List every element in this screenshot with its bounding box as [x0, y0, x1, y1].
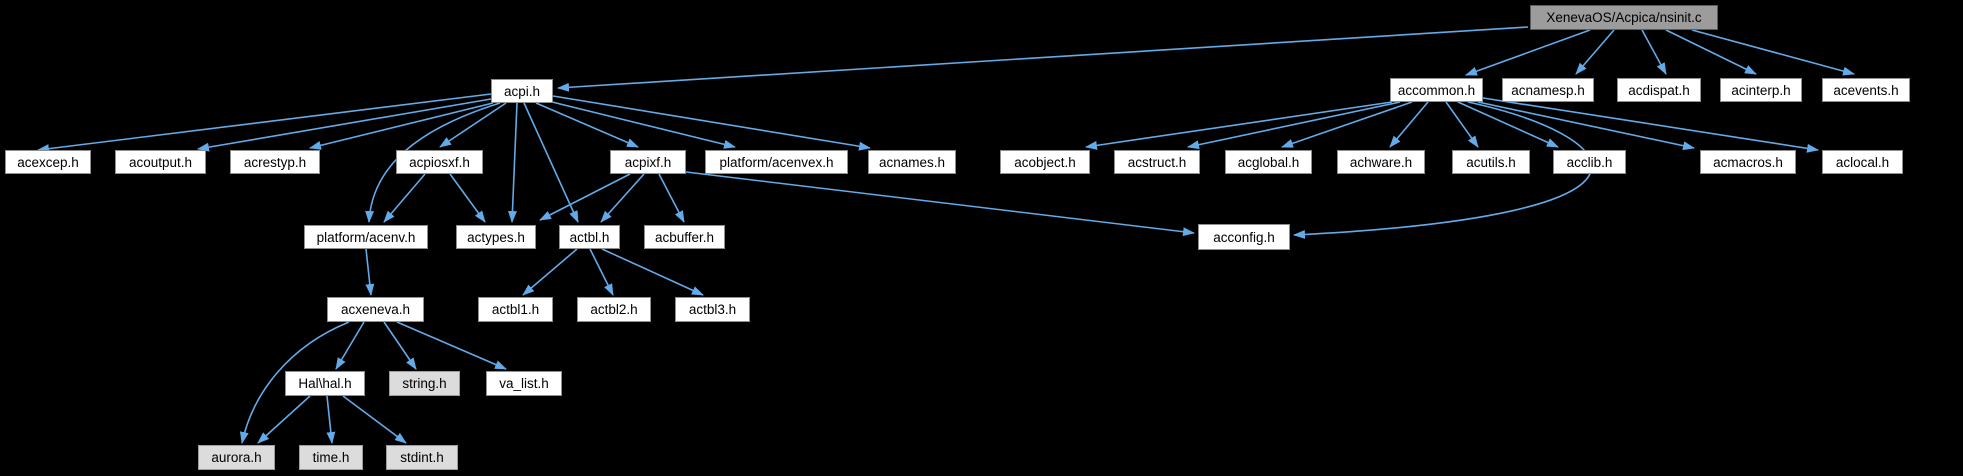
edge-nsinit-to-acpi [557, 26, 1529, 92]
graph-node-acutils[interactable]: acutils.h [1452, 150, 1530, 174]
graph-node-acdispat[interactable]: acdispat.h [1617, 78, 1701, 102]
edge-nsinit-to-acnamesp [1575, 29, 1615, 75]
edge-acpi-to-actbl [523, 102, 579, 223]
graph-node-acoutput[interactable]: acoutput.h [115, 150, 206, 174]
graph-node-acinterp[interactable]: acinterp.h [1720, 78, 1802, 102]
graph-node-acpiosxf[interactable]: acpiosxf.h [396, 150, 483, 174]
edge-acxeneva-to-string [383, 321, 417, 370]
edge-acpi-to-acenvex [547, 100, 736, 149]
edge-accommon-to-acobject [1085, 101, 1393, 150]
graph-node-acrestyp[interactable]: acrestyp.h [230, 150, 320, 174]
edge-acpi-to-actypes [507, 102, 518, 223]
graph-node-valist[interactable]: va_list.h [486, 371, 562, 396]
edge-accommon-to-acglobal [1281, 101, 1413, 148]
graph-node-acnamesp[interactable]: acnamesp.h [1502, 78, 1594, 102]
graph-node-actbl1[interactable]: actbl1.h [478, 297, 553, 322]
edge-halhal-to-stdint [342, 395, 407, 444]
graph-node-acmacros[interactable]: acmacros.h [1700, 150, 1796, 174]
graph-node-actbl2[interactable]: actbl2.h [577, 297, 651, 322]
graph-node-acevents[interactable]: acevents.h [1822, 78, 1910, 102]
edge-acxeneva-to-halhal [335, 321, 365, 370]
graph-node-accommon[interactable]: accommon.h [1390, 78, 1483, 102]
graph-node-acconfig[interactable]: acconfig.h [1198, 224, 1290, 250]
graph-node-acpixf[interactable]: acpixf.h [610, 150, 686, 174]
edge-accommon-to-acutils [1445, 101, 1479, 148]
graph-node-acexcep[interactable]: acexcep.h [5, 150, 91, 174]
graph-node-acglobal[interactable]: acglobal.h [1225, 150, 1312, 174]
edge-halhal-to-time [326, 395, 336, 444]
edge-acpixf-to-actypes [539, 173, 631, 221]
edge-halhal-to-aurora [257, 395, 311, 444]
edge-acpixf-to-acbuffer [658, 173, 685, 223]
edge-accommon-to-aclocal [1482, 97, 1819, 153]
graph-node-acxeneva[interactable]: acxeneva.h [327, 297, 424, 322]
graph-node-acpi[interactable]: acpi.h [491, 79, 553, 103]
graph-node-string: string.h [389, 371, 460, 396]
graph-node-actbl3[interactable]: actbl3.h [675, 297, 750, 322]
graph-node-acstruct[interactable]: acstruct.h [1114, 150, 1200, 174]
edge-nsinit-to-acinterp [1665, 29, 1757, 75]
graph-node-acobject[interactable]: acobject.h [1000, 150, 1090, 174]
graph-node-nsinit: XenevaOS/Acpica/nsinit.c [1530, 5, 1718, 30]
edge-acpi-to-acpixf [535, 102, 639, 148]
edge-acpixf-to-actbl [600, 173, 645, 223]
edge-nsinit-to-acevents [1691, 29, 1855, 76]
graph-node-acenvex[interactable]: platform/acenvex.h [705, 150, 848, 174]
edge-nsinit-to-accommon [1465, 29, 1591, 76]
edge-acpixf-to-acconfig [685, 171, 1195, 237]
graph-node-time: time.h [299, 445, 363, 470]
edge-actbl-to-actbl1 [522, 248, 578, 296]
graph-node-acenv[interactable]: platform/acenv.h [304, 225, 428, 249]
graph-node-acclib[interactable]: acclib.h [1553, 150, 1626, 174]
graph-node-halhal[interactable]: Hal\hal.h [285, 371, 365, 396]
edge-actbl-to-actbl2 [589, 248, 614, 296]
edge-actbl-to-actbl3 [601, 248, 704, 296]
edge-acxeneva-to-aurora [239, 321, 350, 444]
edge-accommon-to-acmacros [1477, 101, 1695, 151]
edge-acpi-to-acexcep [37, 93, 492, 154]
edge-acenv-to-acxeneva [365, 248, 375, 296]
graph-node-actbl[interactable]: actbl.h [559, 225, 620, 249]
graph-node-acnames[interactable]: acnames.h [868, 150, 956, 174]
edge-acpiosxf-to-actypes [449, 173, 486, 223]
edge-acpi-to-acrestyp [309, 102, 494, 150]
edge-acpi-to-acoutput [197, 98, 492, 152]
edge-accommon-to-acclib [1457, 101, 1559, 148]
graph-node-acbuffer[interactable]: acbuffer.h [644, 225, 725, 249]
edge-accommon-to-achware [1389, 101, 1429, 148]
edge-acpiosxf-to-acenv [383, 173, 426, 223]
graph-node-actypes[interactable]: actypes.h [456, 225, 536, 249]
graph-node-aurora: aurora.h [198, 445, 275, 470]
graph-node-stdint: stdint.h [386, 445, 458, 470]
edge-acxeneva-to-valist [396, 321, 507, 370]
graph-node-achware[interactable]: achware.h [1337, 150, 1425, 174]
edge-acpi-to-acpiosxf [439, 102, 507, 148]
edge-accommon-to-acstruct [1187, 101, 1401, 150]
graph-node-aclocal[interactable]: aclocal.h [1822, 150, 1903, 174]
edge-nsinit-to-acdispat [1641, 29, 1667, 75]
edge-acpi-to-acnames [552, 95, 871, 151]
